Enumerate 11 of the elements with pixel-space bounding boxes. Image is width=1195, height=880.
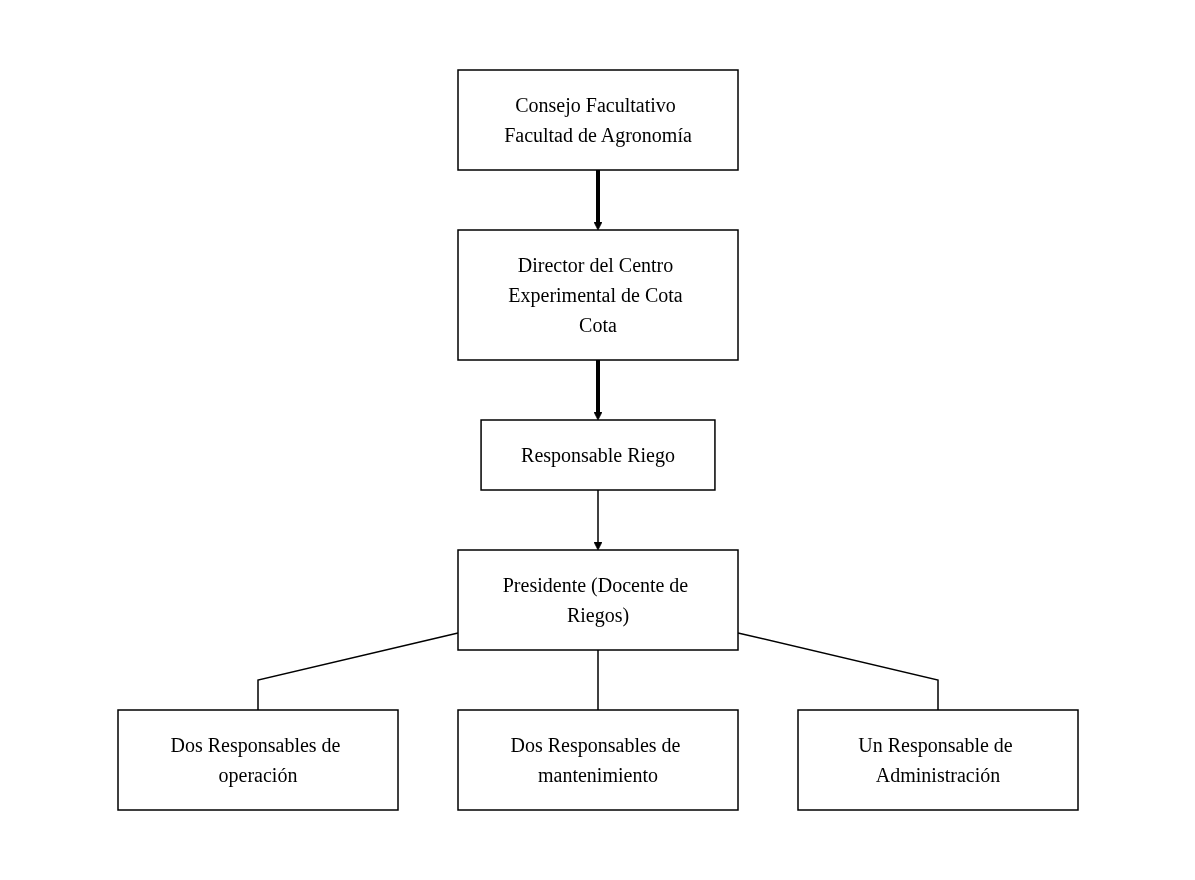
node-box: Un Responsable de Administración	[796, 709, 1079, 811]
connector	[596, 649, 599, 711]
node-box: Presidente (Docente de Riegos)	[456, 549, 739, 651]
arrow	[593, 360, 602, 421]
node-box: Dos Responsables de mantenimiento	[456, 709, 739, 811]
arrow	[593, 489, 602, 551]
node-box: Consejo Facultativo Facultad de Agronomía	[456, 69, 739, 171]
node-box: Director del Centro Experimental de Cota Cota	[456, 229, 739, 361]
node-box: Responsable Riego	[479, 419, 716, 491]
arrow	[593, 170, 602, 231]
node-box: Dos Responsables de operación	[116, 709, 399, 811]
